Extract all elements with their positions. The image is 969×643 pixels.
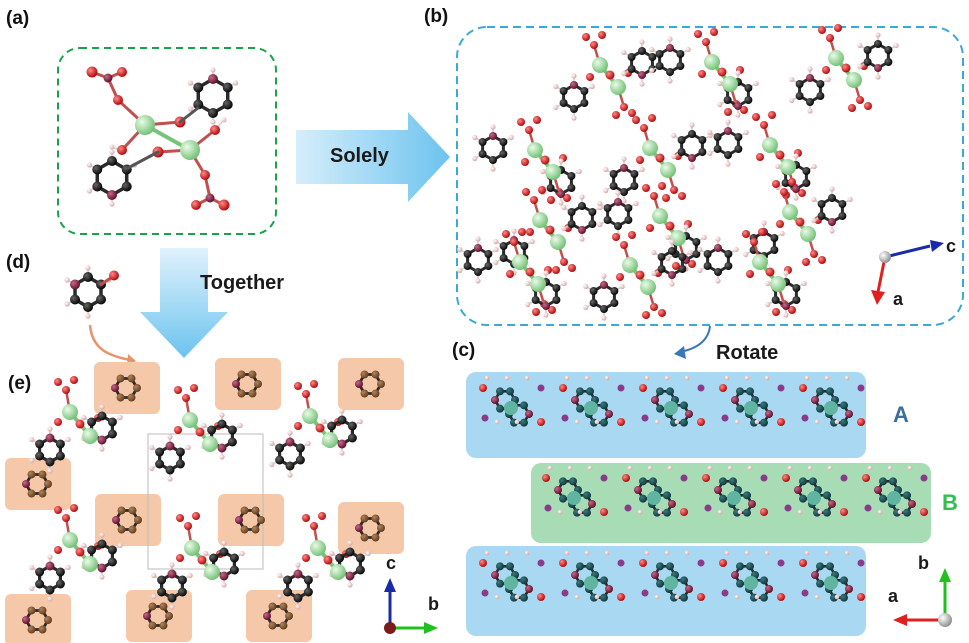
solely-crystal-packing [457,24,899,321]
rotate-label: Rotate [716,342,779,364]
panel-label-d: (d) [6,252,31,273]
together-label: Together [200,272,285,294]
axes-b-triad [871,240,944,305]
axes-c-triad [893,568,952,627]
axis-e-b-label: b [428,594,439,614]
axis-c-b-label: b [918,553,929,573]
ca-dimer-molecule [86,66,239,211]
axis-c-a-label: a [888,586,899,606]
rotated-layer-packing [479,375,928,602]
panel-label-b: (b) [424,6,449,27]
panel-a-frame [57,47,277,235]
rotate-pointer [679,325,711,353]
solely-label: Solely [330,145,389,167]
pyridone-molecule [64,265,119,319]
axis-e-c-label: c [386,553,397,573]
axis-b-a-label: a [893,289,904,309]
pyridone-pointer [88,324,131,362]
panel-label-e: (e) [8,373,32,394]
panel-label-c: (c) [452,340,476,361]
solely-arrow [296,112,450,202]
together-arrow [140,248,228,358]
together-crystal-packing [5,358,404,643]
rotate-pointer-head [674,346,686,359]
axes-e-triad [384,578,438,634]
axis-b-c-label: c [946,236,957,256]
layer-b-label: B [942,490,958,515]
panel-label-a: (a) [6,8,30,29]
layer-a-label: A [893,402,909,427]
panel-b-frame [456,26,964,326]
